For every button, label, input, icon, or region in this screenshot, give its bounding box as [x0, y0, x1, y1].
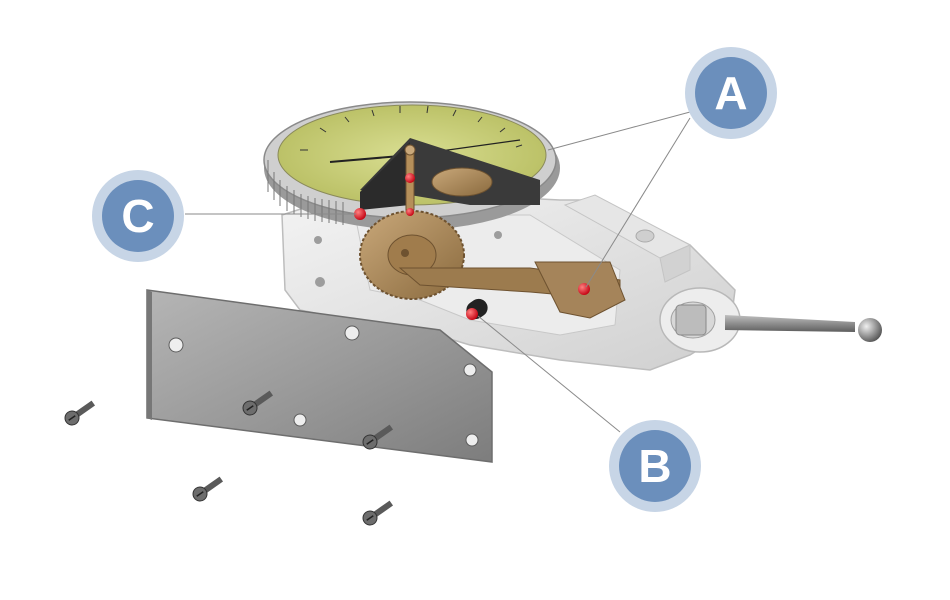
screw-icon — [362, 500, 394, 526]
screw-icon — [64, 400, 96, 426]
back-plate — [146, 289, 493, 463]
leader-b — [477, 315, 621, 433]
callout-a-core — [695, 57, 767, 129]
callout-b-label: B — [638, 440, 672, 492]
callout-b[interactable]: B — [609, 420, 701, 512]
leader-a-lever — [585, 117, 691, 288]
callout-a[interactable]: A — [685, 47, 777, 139]
screw-icon — [242, 390, 274, 416]
leader-a-dial — [547, 111, 691, 151]
screw-icon — [362, 424, 394, 450]
callout-a-label: A — [714, 67, 748, 119]
stylus-probe — [725, 315, 882, 342]
callout-b-core — [619, 430, 691, 502]
red-markers — [354, 173, 590, 320]
callout-c-label: C — [121, 190, 155, 242]
screw-icon — [192, 476, 224, 502]
callout-c[interactable]: C — [92, 170, 184, 262]
callout-c-core — [102, 180, 174, 252]
leader-lines — [185, 111, 691, 433]
